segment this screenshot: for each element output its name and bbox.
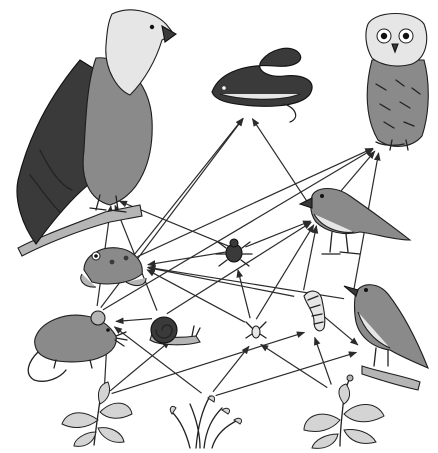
snake-icon: [212, 48, 312, 122]
arrow-spider-to-frog: [148, 251, 230, 264]
insect-icon: [246, 322, 266, 338]
arrow-grass-to-thrush: [216, 352, 357, 395]
arrow-caterpillar-to-finch: [304, 226, 317, 290]
arrow-finch-to-snake: [252, 119, 313, 212]
hawk-icon: [17, 10, 176, 256]
mouse-icon: [28, 311, 127, 381]
caterpillar-icon: [304, 291, 325, 331]
arrow-plant-left-to-snail: [110, 341, 170, 391]
arrow-plant-left-to-caterpillar: [112, 332, 305, 393]
arrow-grass-to-insect: [213, 346, 249, 391]
grass-icon: [170, 396, 241, 448]
owl-icon: [366, 14, 428, 151]
snail-icon: [150, 317, 200, 345]
thrush-icon: [344, 285, 428, 390]
arrow-snail-to-finch: [167, 222, 311, 313]
arrow-plant-right-to-insect: [261, 344, 328, 387]
plant-icon: [304, 375, 384, 448]
frog-icon: [81, 248, 146, 287]
arrow-snail-to-mouse: [116, 319, 152, 322]
finch-icon: [300, 189, 410, 255]
plant-icon: [62, 382, 132, 446]
arrow-insect-to-spider: [238, 270, 250, 318]
